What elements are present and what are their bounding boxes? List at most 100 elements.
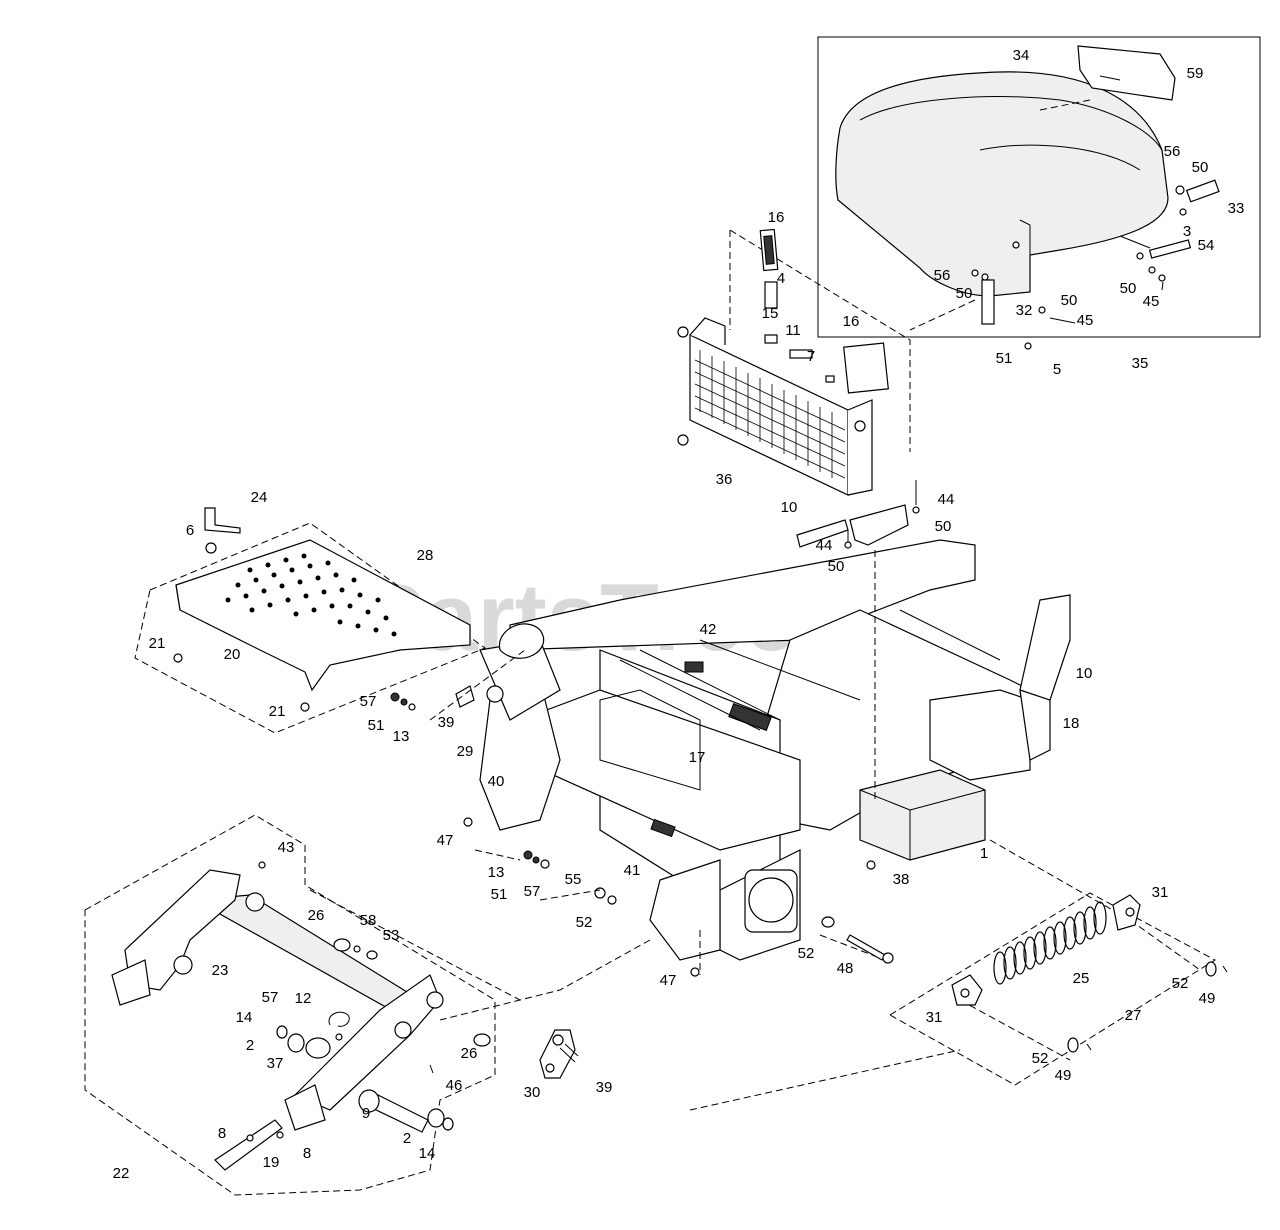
- callout-8: 8: [218, 1125, 226, 1142]
- callout-33: 33: [1228, 200, 1245, 217]
- callout-4: 4: [777, 270, 785, 287]
- seat-cushion: [835, 71, 1169, 297]
- callout-42: 42: [700, 621, 717, 638]
- callout-29: 29: [457, 743, 474, 760]
- callout-10: 10: [1076, 665, 1093, 682]
- callout-31: 31: [1152, 884, 1169, 901]
- decal-42: [684, 661, 704, 673]
- callout-12: 12: [295, 990, 312, 1007]
- callout-50: 50: [935, 518, 952, 535]
- clip-6: [205, 542, 217, 554]
- callout-25: 25: [1073, 970, 1090, 987]
- callout-13: 13: [393, 728, 410, 745]
- callout-56: 56: [934, 267, 951, 284]
- callout-30: 30: [524, 1084, 541, 1101]
- callout-18: 18: [1063, 715, 1080, 732]
- callout-49: 49: [1055, 1067, 1072, 1084]
- callout-57: 57: [524, 883, 541, 900]
- callout-10: 10: [781, 499, 798, 516]
- callout-35: 35: [1132, 355, 1149, 372]
- callout-59: 59: [1187, 65, 1204, 82]
- callout-6: 6: [186, 522, 194, 539]
- callout-14: 14: [419, 1145, 436, 1162]
- seat-back-cover: [1077, 45, 1176, 101]
- callout-16: 16: [768, 209, 785, 226]
- callout-2: 2: [403, 1130, 411, 1147]
- callout-34: 34: [1013, 47, 1030, 64]
- callout-31: 31: [926, 1009, 943, 1026]
- callout-45: 45: [1143, 293, 1160, 310]
- callout-49: 49: [1199, 990, 1216, 1007]
- callout-9: 9: [362, 1105, 370, 1122]
- lever-19: [214, 1119, 283, 1171]
- callout-20: 20: [224, 646, 241, 663]
- decal-4: [764, 281, 778, 309]
- callout-57: 57: [360, 693, 377, 710]
- footrest-deck: [175, 539, 471, 692]
- callout-57: 57: [262, 989, 279, 1006]
- callout-51: 51: [368, 717, 385, 734]
- callout-39: 39: [438, 714, 455, 731]
- bushing-26: [333, 938, 351, 952]
- callout-19: 19: [263, 1154, 280, 1171]
- bushing-37: [305, 1037, 331, 1059]
- callout-2: 2: [246, 1037, 254, 1054]
- callout-16: 16: [843, 313, 860, 330]
- callout-50: 50: [1120, 280, 1137, 297]
- callout-56: 56: [1164, 143, 1181, 160]
- callout-26: 26: [308, 907, 325, 924]
- footrest-plate: [134, 507, 487, 734]
- seat-bracket-right: [1185, 179, 1220, 203]
- callout-5: 5: [1053, 361, 1061, 378]
- callout-13: 13: [488, 864, 505, 881]
- callout-50: 50: [828, 558, 845, 575]
- grille-panel: [689, 334, 849, 496]
- callout-44: 44: [816, 537, 833, 554]
- callout-36: 36: [716, 471, 733, 488]
- callout-50: 50: [956, 285, 973, 302]
- seat-group: [817, 36, 1261, 338]
- callout-8: 8: [303, 1145, 311, 1162]
- callout-1: 1: [980, 845, 988, 862]
- bolt-48: [846, 934, 886, 961]
- callout-45: 45: [1077, 312, 1094, 329]
- callout-47: 47: [437, 832, 454, 849]
- callout-44: 44: [938, 491, 955, 508]
- callout-40: 40: [488, 773, 505, 790]
- callout-7: 7: [807, 348, 815, 365]
- main-frame: [479, 539, 1071, 961]
- callout-24: 24: [251, 489, 268, 506]
- seat-group-frame: [817, 36, 1261, 338]
- callout-58: 58: [360, 912, 377, 929]
- decal-11: [789, 349, 813, 359]
- callout-14: 14: [236, 1009, 253, 1026]
- leader-lines: [429, 550, 1201, 1111]
- callout-3: 3: [1183, 223, 1191, 240]
- spring-assembly: [889, 892, 1228, 1086]
- callout-37: 37: [267, 1055, 284, 1072]
- clip-12: [328, 1011, 350, 1027]
- callout-38: 38: [893, 871, 910, 888]
- callout-43: 43: [278, 839, 295, 856]
- pedal-pin-24: [204, 507, 241, 534]
- pedal-assembly: [84, 814, 521, 1196]
- grille-slots: [694, 350, 846, 479]
- callout-21: 21: [149, 635, 166, 652]
- callout-53: 53: [383, 927, 400, 944]
- seat-slide: [1148, 239, 1192, 259]
- callout-21: 21: [269, 703, 286, 720]
- pin-9: [371, 1094, 429, 1133]
- bracket-upper: [849, 504, 909, 546]
- callout-39: 39: [596, 1079, 613, 1096]
- callout-50: 50: [1061, 292, 1078, 309]
- callout-50: 50: [1192, 159, 1209, 176]
- callout-28: 28: [417, 547, 434, 564]
- callout-52: 52: [1032, 1050, 1049, 1067]
- callout-55: 55: [565, 871, 582, 888]
- callout-26: 26: [461, 1045, 478, 1062]
- decal-16-side: [843, 342, 889, 394]
- callout-41: 41: [624, 862, 641, 879]
- callout-52: 52: [798, 945, 815, 962]
